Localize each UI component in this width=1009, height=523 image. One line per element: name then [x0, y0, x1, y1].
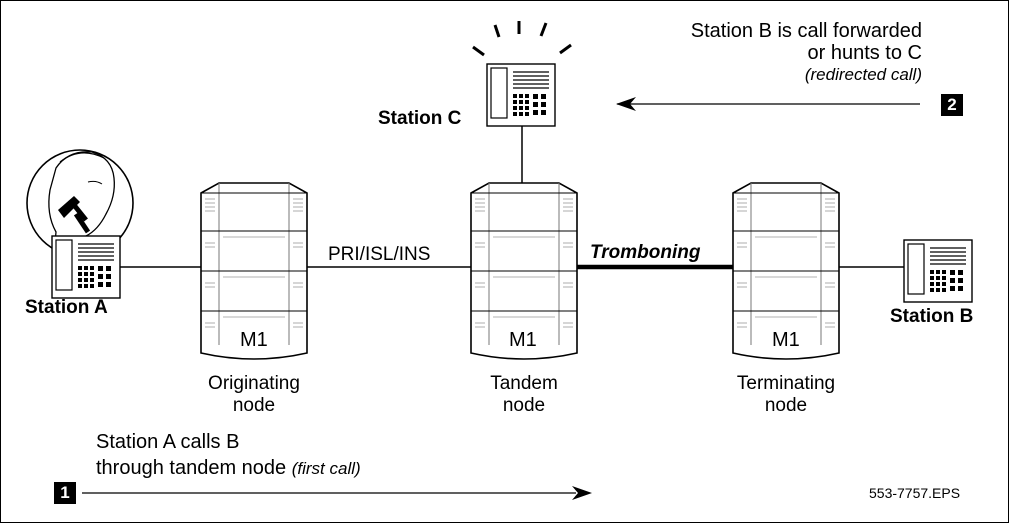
terminating-m1-label: M1 [772, 329, 800, 351]
station-b-phone-icon [903, 239, 973, 303]
station-a-label: Station A [25, 297, 108, 318]
originating-m1-label: M1 [240, 329, 268, 351]
station-b-label: Station B [890, 306, 974, 327]
station-c-ringing-icon [472, 21, 572, 57]
step1-line1: Station A calls B [96, 431, 240, 453]
terminating-node-label: Terminating node [736, 373, 836, 416]
pri-isl-ins-label: PRI/ISL/INS [328, 244, 431, 265]
tromboning-label: Tromboning [590, 242, 701, 263]
station-c-label: Station C [378, 108, 462, 129]
first-call-arrow [82, 486, 592, 500]
station-a-phone-icon [51, 235, 121, 299]
step1-number-badge: 1 [54, 482, 76, 504]
originating-node-label: Originating node [208, 373, 300, 416]
station-a-person-icon [26, 149, 134, 257]
step2-number-badge: 2 [941, 94, 963, 116]
tandem-node-label: Tandem node [490, 373, 558, 416]
tandem-m1-label: M1 [509, 329, 537, 351]
step1-line2: through tandem node (first call) [96, 457, 361, 479]
step2-text: Station B is call forwarded or hunts to … [690, 20, 922, 84]
station-c-phone-icon [486, 63, 556, 127]
redirect-arrow [616, 97, 920, 111]
figure-id-label: 553-7757.EPS [869, 485, 961, 501]
